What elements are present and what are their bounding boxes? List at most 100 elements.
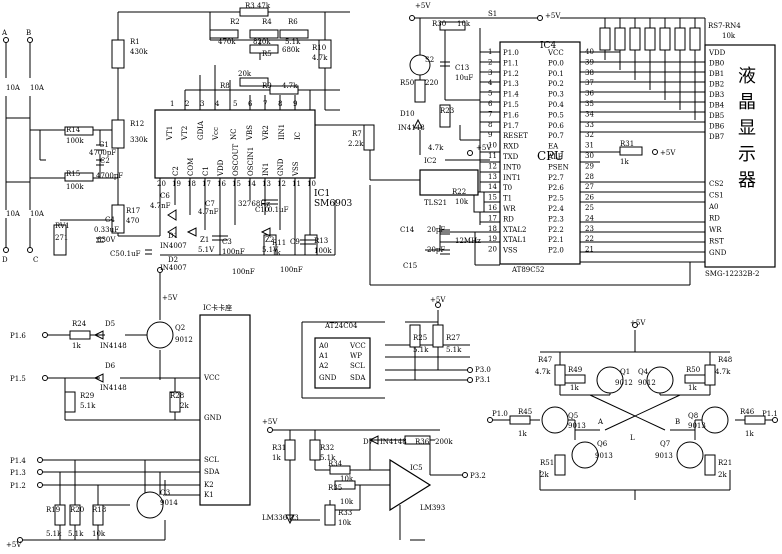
svg-text:D: D — [2, 256, 8, 264]
svg-text:D5: D5 — [105, 320, 115, 328]
ic4-pin-label: P2.2 — [548, 226, 564, 234]
svg-text:680k: 680k — [282, 46, 300, 54]
svg-text:IN4007: IN4007 — [160, 242, 187, 250]
ic4-pin-number: 24 — [585, 214, 594, 222]
ic1-pin-vss: VSS — [292, 161, 300, 177]
svg-text:R28: R28 — [170, 392, 184, 400]
svg-text:1k: 1k — [72, 342, 81, 350]
svg-text:A0: A0 — [318, 342, 329, 350]
svg-text:R32: R32 — [320, 444, 334, 452]
svg-text:C14: C14 — [400, 226, 415, 234]
lcd-pin-label: DB1 — [709, 70, 724, 78]
svg-text:+5V: +5V — [660, 149, 676, 157]
svg-text:A: A — [597, 418, 604, 426]
svg-text:IN4148: IN4148 — [100, 384, 127, 392]
svg-text:P3.0: P3.0 — [475, 366, 491, 374]
card-socket-box — [199, 314, 251, 506]
svg-text:R45: R45 — [518, 408, 532, 416]
svg-text:100nF: 100nF — [280, 266, 303, 274]
ic4-pin-number: 26 — [585, 194, 594, 202]
svg-text:R8: R8 — [220, 82, 230, 90]
svg-text:IN4148: IN4148 — [100, 342, 127, 350]
svg-text:13: 13 — [262, 180, 271, 188]
svg-text:R6: R6 — [288, 18, 298, 26]
rn-label: RS7-RN4 — [708, 22, 741, 30]
svg-text:10A: 10A — [6, 210, 21, 218]
svg-text:9013: 9013 — [688, 422, 706, 430]
svg-text:1k: 1k — [688, 384, 697, 392]
svg-text:4.7k: 4.7k — [715, 368, 731, 376]
svg-text:R15: R15 — [66, 170, 80, 178]
svg-text:20pF: 20pF — [427, 246, 445, 254]
svg-text:R36: R36 — [415, 438, 430, 446]
ic4-pin-label: T0 — [503, 184, 512, 192]
ic4-pin-label: P2.1 — [548, 236, 564, 244]
svg-text:+5V: +5V — [430, 296, 446, 304]
svg-text:Q7: Q7 — [660, 440, 670, 448]
svg-text:5.1V: 5.1V — [262, 246, 279, 254]
ic4-pin-label: T1 — [503, 195, 512, 203]
svg-text:Q1: Q1 — [620, 368, 630, 376]
ic4-pin-number: 35 — [585, 100, 594, 108]
svg-text:SCL: SCL — [350, 362, 365, 370]
svg-text:4.7k: 4.7k — [428, 144, 444, 152]
ic4-pin-label: P0.5 — [548, 111, 564, 119]
ic4-pin-number: 17 — [488, 214, 497, 222]
svg-text:11: 11 — [292, 180, 301, 188]
ic4-pin-number: 40 — [585, 48, 594, 56]
svg-text:7: 7 — [263, 100, 267, 108]
svg-text:R2: R2 — [230, 18, 240, 26]
svg-text:Z2: Z2 — [265, 236, 274, 244]
svg-text:D6: D6 — [105, 362, 116, 370]
ic4-pin-label: PSEN — [548, 163, 569, 171]
svg-text:R24: R24 — [72, 320, 87, 328]
svg-text:K1: K1 — [204, 491, 214, 499]
lcd-pin-label: DB0 — [709, 60, 724, 68]
ic1-pin-ic: IC — [294, 132, 302, 140]
ic4-left-pins: P1.01P1.12P1.23P1.34P1.45P1.56P1.67P1.78… — [488, 48, 528, 255]
ic4-pin-number: 20 — [488, 246, 497, 254]
lcd-pin-label: VDD — [708, 49, 726, 57]
svg-text:100k: 100k — [66, 137, 84, 145]
svg-text:9014: 9014 — [160, 499, 178, 507]
svg-text:9012: 9012 — [175, 336, 193, 344]
ic4-pin-label: P2.4 — [548, 205, 564, 213]
svg-text:R50: R50 — [686, 366, 700, 374]
diodes — [93, 118, 423, 525]
lcd-pin-label: CS2 — [709, 180, 724, 188]
ic4-pin-number: 39 — [585, 58, 594, 66]
svg-text:10k: 10k — [457, 20, 471, 28]
svg-text:R4: R4 — [262, 18, 272, 26]
ic2-name: IC2 — [424, 157, 437, 165]
svg-text:R22: R22 — [452, 188, 466, 196]
ic4-pin-label: EA — [548, 143, 559, 151]
lcd-glyph: 液 — [738, 66, 756, 87]
svg-text:10k: 10k — [92, 530, 106, 538]
svg-text:8: 8 — [278, 100, 282, 108]
svg-text:B: B — [26, 29, 31, 37]
svg-text:3: 3 — [200, 100, 204, 108]
ic4-pin-number: 36 — [585, 90, 594, 98]
svg-text:+5V: +5V — [476, 144, 492, 152]
svg-text:0.33uF: 0.33uF — [94, 226, 119, 234]
ic4-pin-number: 6 — [488, 100, 493, 108]
svg-text:Q4: Q4 — [638, 368, 649, 376]
svg-text:2k: 2k — [540, 471, 549, 479]
ic4-pin-label: P0.0 — [548, 59, 564, 67]
lcd-pin-label: DB5 — [709, 112, 724, 120]
svg-text:+5V: +5V — [630, 319, 646, 327]
svg-text:A2: A2 — [318, 362, 329, 370]
ic4-pin-label: ALE — [547, 153, 563, 161]
svg-text:10: 10 — [307, 180, 316, 188]
svg-text:0.1uF: 0.1uF — [120, 250, 141, 258]
svg-text:VCC: VCC — [203, 374, 220, 382]
svg-text:D2: D2 — [168, 256, 178, 264]
ic4-pin-number: 23 — [585, 225, 594, 233]
svg-text:K2: K2 — [204, 481, 214, 489]
ic4-pin-number: 5 — [488, 90, 492, 98]
ic1-pin-iin1: IIN1 — [278, 124, 286, 140]
svg-text:C6: C6 — [160, 192, 170, 200]
ic4-part: AT89C52 — [511, 266, 545, 274]
svg-text:10A: 10A — [30, 84, 45, 92]
